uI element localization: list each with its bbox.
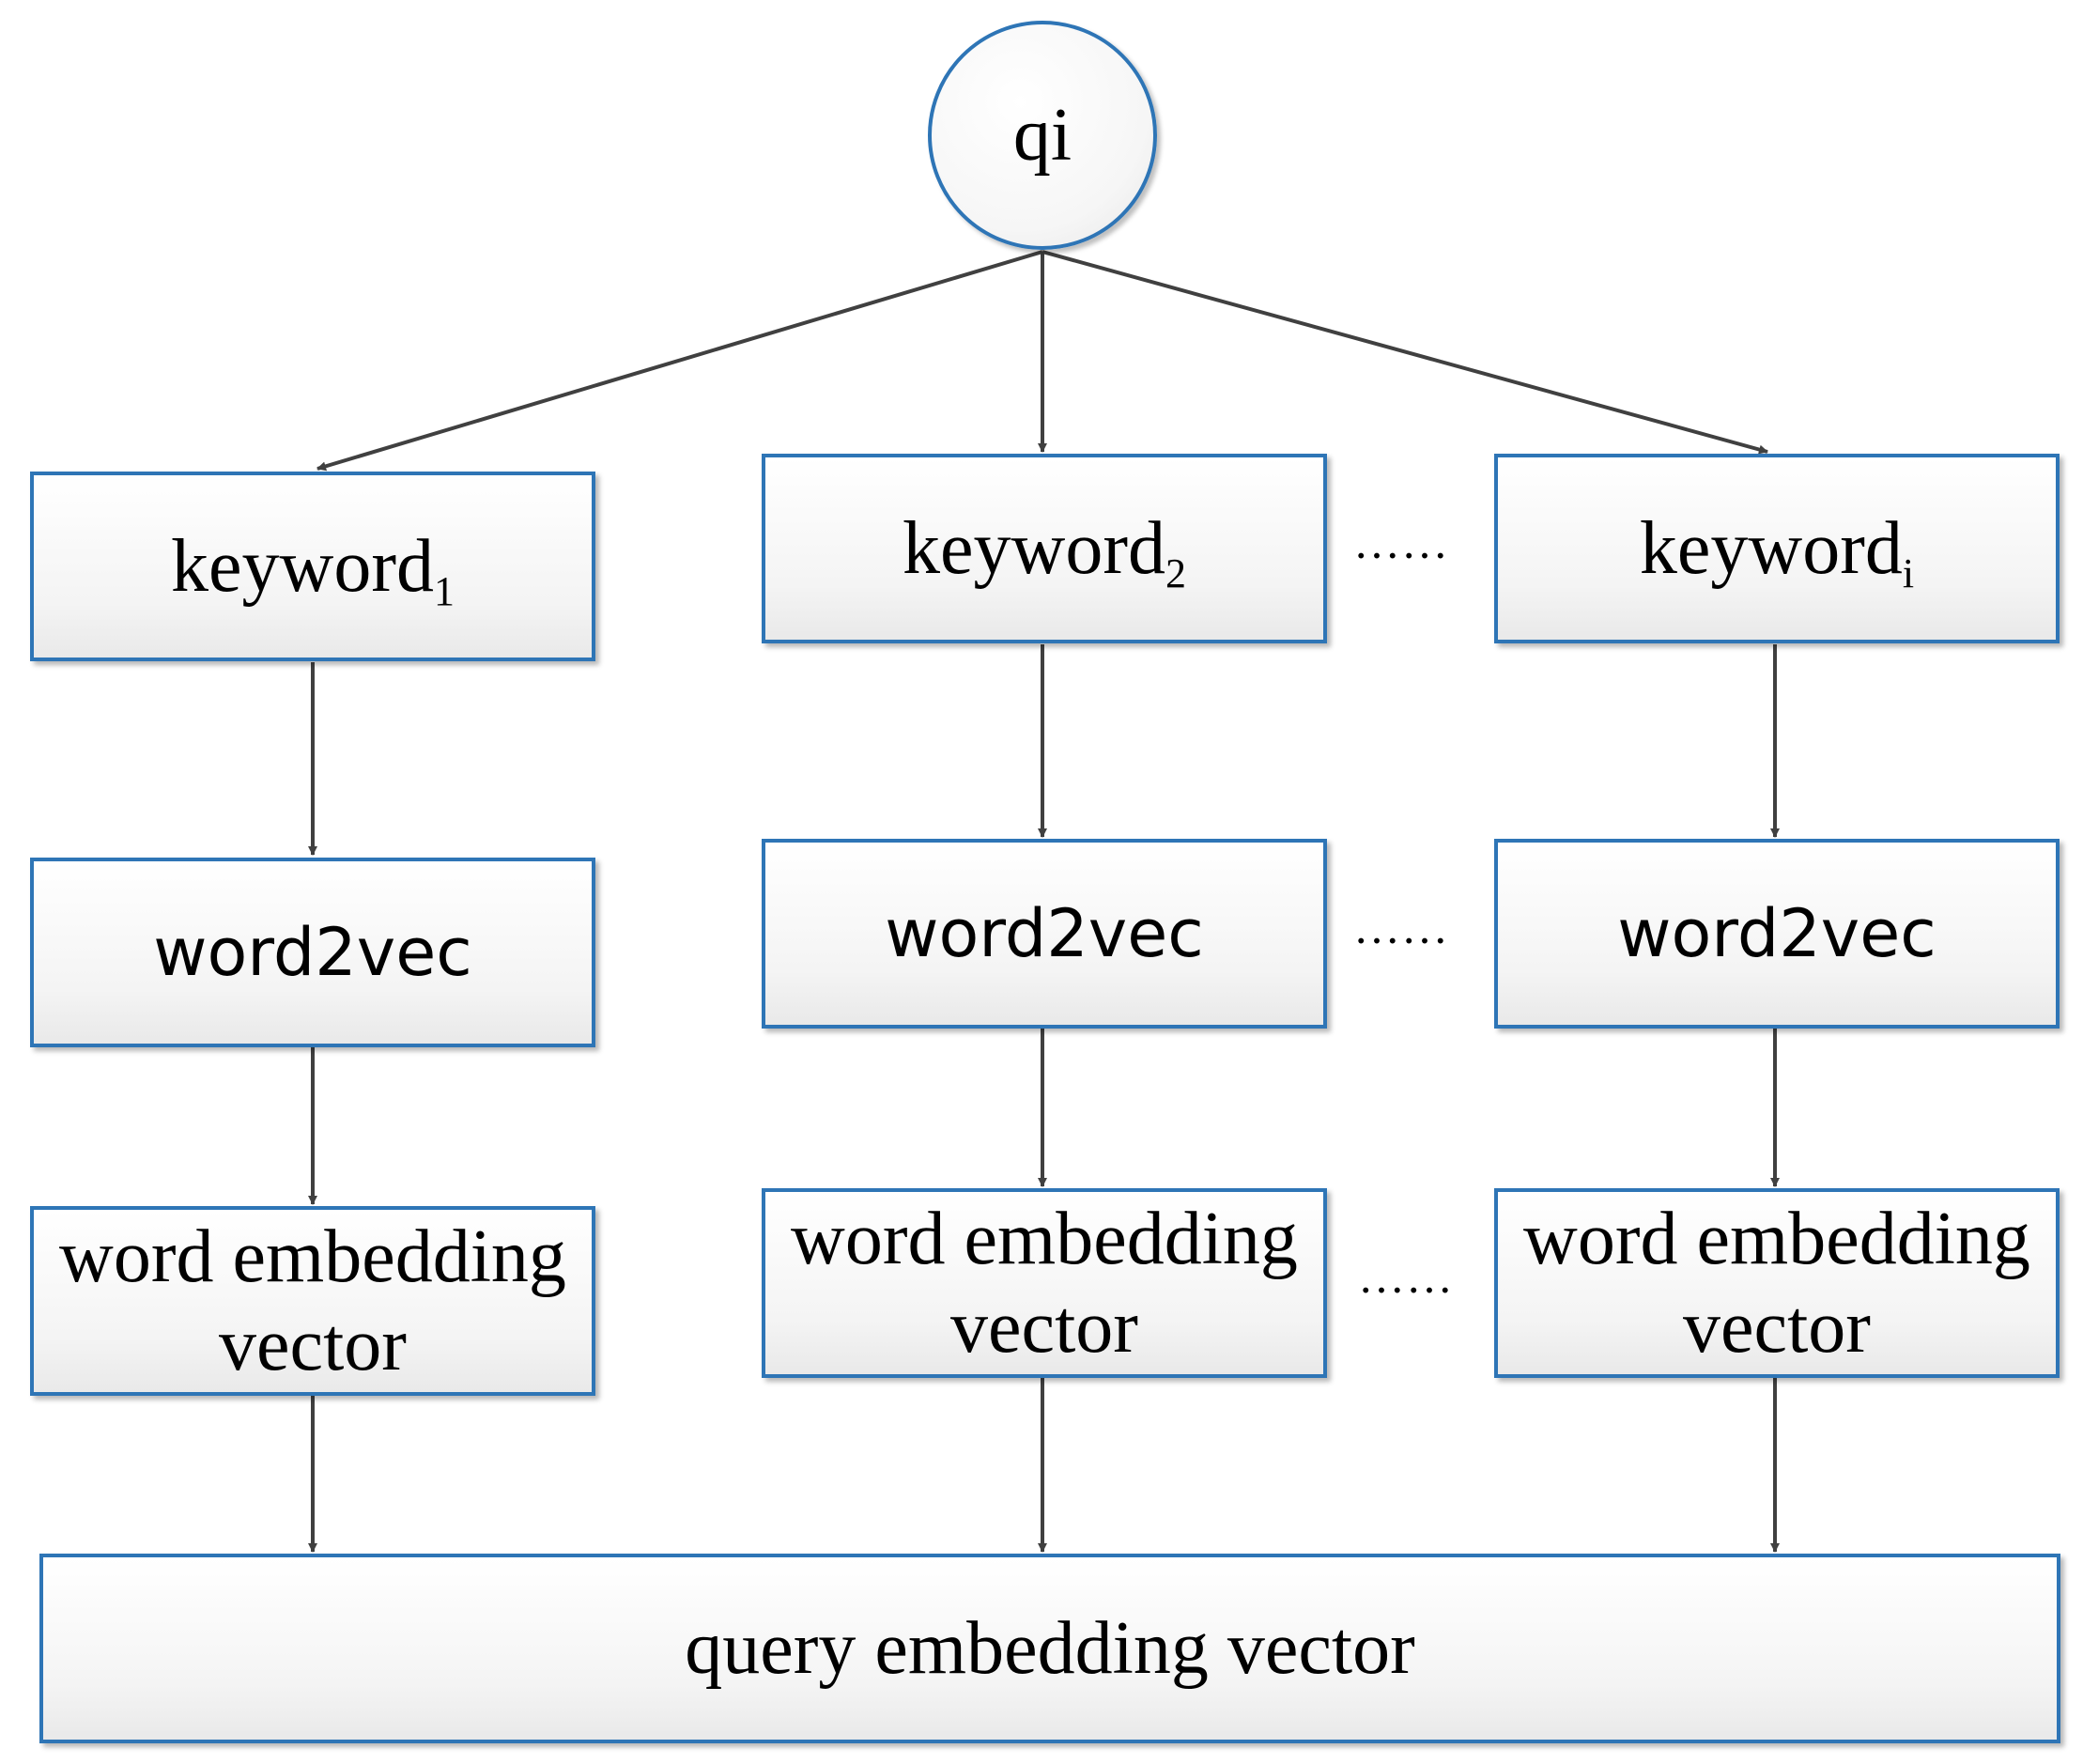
keyword-2-label: keyword2 [903, 506, 1186, 597]
word-embedding-vector-2-label: word embedding vector [791, 1197, 1298, 1369]
query-embedding-vector-label: query embedding vector [685, 1606, 1415, 1690]
arrow-root-to-keyword-1 [316, 250, 1043, 472]
keyword-i-label: keywordi [1639, 506, 1915, 597]
keyword-1-box: keyword1 [30, 472, 595, 661]
keyword-2-box: keyword2 [762, 454, 1327, 643]
word2vec-i-box: word2vec [1494, 839, 2060, 1029]
ellipsis-word2vec: …… [1353, 901, 1449, 953]
word-embedding-vector-2-box: word embedding vector [762, 1188, 1327, 1378]
arrow-root-to-keyword-i [1042, 250, 1768, 455]
query-embedding-vector-box: query embedding vector [39, 1554, 2060, 1743]
word2vec-2-box: word2vec [762, 839, 1327, 1029]
keyword-i-box: keywordi [1494, 454, 2060, 643]
ellipsis-vectors: …… [1358, 1250, 1454, 1303]
word-embedding-vector-1-box: word embedding vector [30, 1206, 595, 1396]
word2vec-i-label: word2vec [1617, 895, 1936, 972]
query-node-label: qi [1012, 93, 1072, 177]
word2vec-2-label: word2vec [885, 895, 1204, 972]
keyword-1-label: keyword1 [171, 524, 455, 615]
word-embedding-vector-i-label: word embedding vector [1523, 1197, 2030, 1369]
word2vec-1-box: word2vec [30, 858, 595, 1047]
word-embedding-vector-1-label: word embedding vector [59, 1215, 566, 1386]
word2vec-1-label: word2vec [153, 914, 472, 991]
ellipsis-keywords: …… [1353, 516, 1449, 568]
query-node-qi: qi [928, 21, 1157, 250]
word-embedding-vector-i-box: word embedding vector [1494, 1188, 2060, 1378]
